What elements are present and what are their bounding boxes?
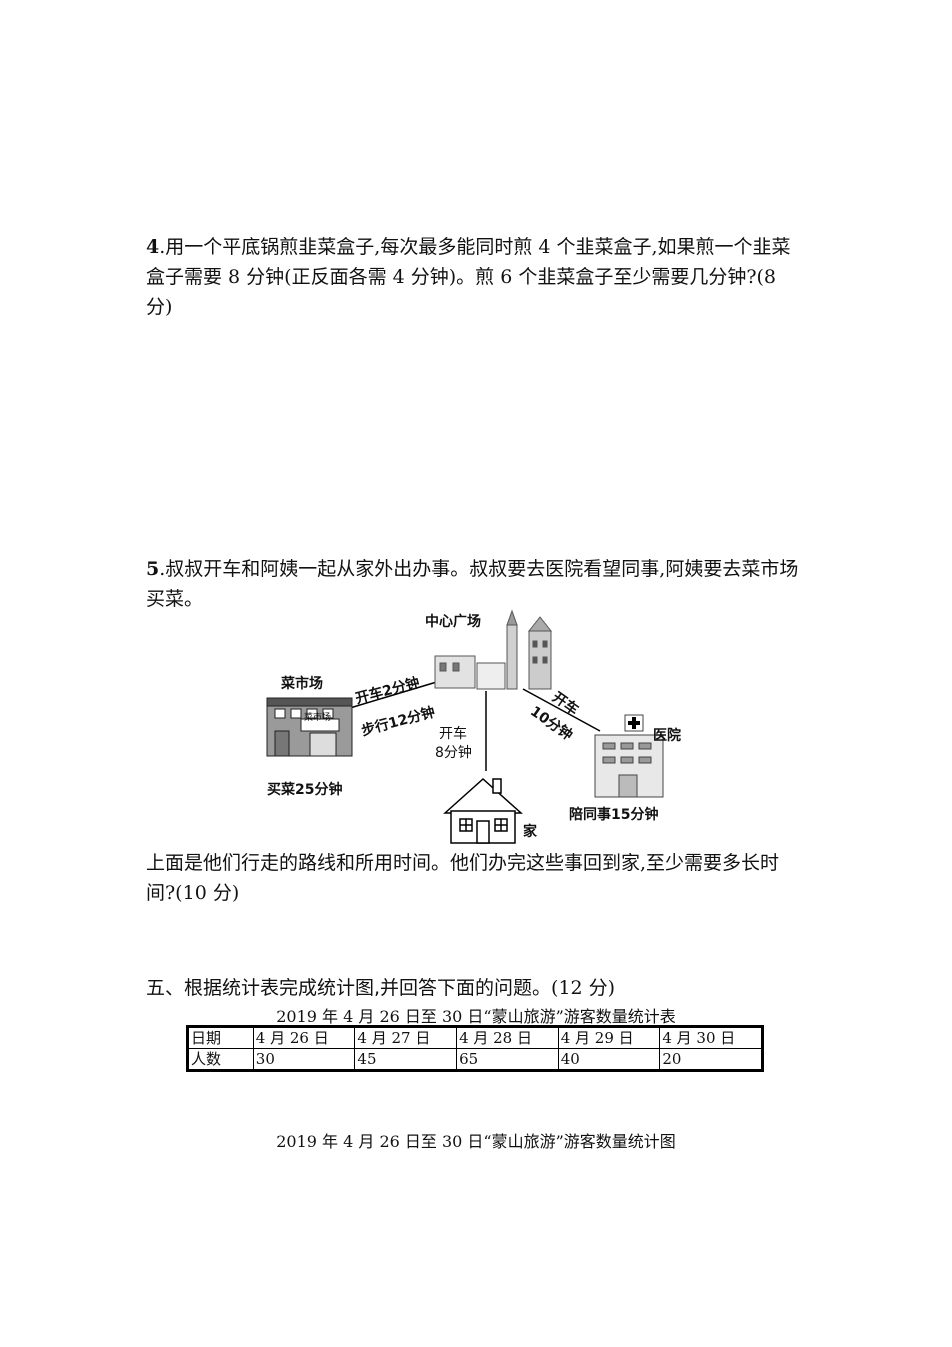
section-5-heading: 五、根据统计表完成统计图,并回答下面的问题。(12 分) [146,974,615,1002]
section-title: 五、根据统计表完成统计图,并回答下面的问题。 [146,977,552,999]
table-header-cell: 4 月 27 日 [354,1026,458,1049]
market-building-icon [266,697,353,757]
table-row: 人数 30 45 65 40 20 [187,1048,763,1071]
question-number: 4 [146,236,160,258]
table-header-cell: 4 月 30 日 [659,1026,763,1049]
home-label: 家 [523,824,537,840]
question-5-followup: 上面是他们行走的路线和所用时间。他们办完这些事回到家,至少需要多长时间?(10 … [146,852,780,904]
chart-caption: 2019 年 4 月 26 日至 30 日“蒙山旅游”游客数量统计图 [276,1132,676,1151]
table-header-cell: 4 月 28 日 [456,1026,559,1049]
table-caption: 2019 年 4 月 26 日至 30 日“蒙山旅游”游客数量统计表 [276,1007,676,1026]
table-header-cell: 4 月 26 日 [252,1026,356,1049]
market-sign-label: 菜市场 [304,713,332,723]
question-5: 5.叔叔开车和阿姨一起从家外出办事。叔叔要去医院看望同事,阿姨要去菜市场买菜。 [146,554,806,614]
hospital-task-label: 陪同事15分钟 [569,807,659,823]
route-diagram: 中心广场 菜市场 菜市场 开车2分钟 步行12分钟 开车 8分钟 开车 10分钟… [255,603,715,848]
table-header-cell: 4 月 29 日 [557,1026,661,1049]
table-row: 日期 4 月 26 日 4 月 27 日 4 月 28 日 4 月 29 日 4… [187,1026,763,1049]
section-score: (12 分) [551,977,616,999]
table-cell: 20 [659,1048,763,1071]
center-plaza-label: 中心广场 [425,614,481,630]
question-4: 4.用一个平底锅煎韭菜盒子,每次最多能同时煎 4 个韭菜盒子,如果煎一个韭菜盒子… [146,232,806,322]
market-label: 菜市场 [281,676,323,692]
table-cell: 40 [557,1048,661,1071]
plaza-icon [434,609,553,690]
home-house-icon [443,777,523,844]
market-task-label: 买菜25分钟 [267,782,343,798]
route-line-hospital [522,688,601,732]
hospital-building-icon [594,714,664,798]
question-text: .用一个平底锅煎韭菜盒子,每次最多能同时煎 4 个韭菜盒子,如果煎一个韭菜盒子需… [146,236,791,318]
table-cell: 65 [456,1048,559,1071]
table-cell: 人数 [187,1048,254,1071]
question-text: .叔叔开车和阿姨一起从家外出办事。叔叔要去医院看望同事,阿姨要去菜市场买菜。 [146,558,799,610]
table-cell: 45 [354,1048,458,1071]
question-number: 5 [146,558,160,580]
visitor-stat-table: 日期 4 月 26 日 4 月 27 日 4 月 28 日 4 月 29 日 4… [186,1025,764,1072]
route-home-line1: 开车 [439,726,467,742]
route-line-market [349,680,441,709]
table-header-cell: 日期 [187,1026,254,1049]
table-cell: 30 [252,1048,356,1071]
route-home-line2: 8分钟 [435,745,472,761]
hospital-label: 医院 [653,728,681,744]
route-diagram-art [266,609,664,844]
